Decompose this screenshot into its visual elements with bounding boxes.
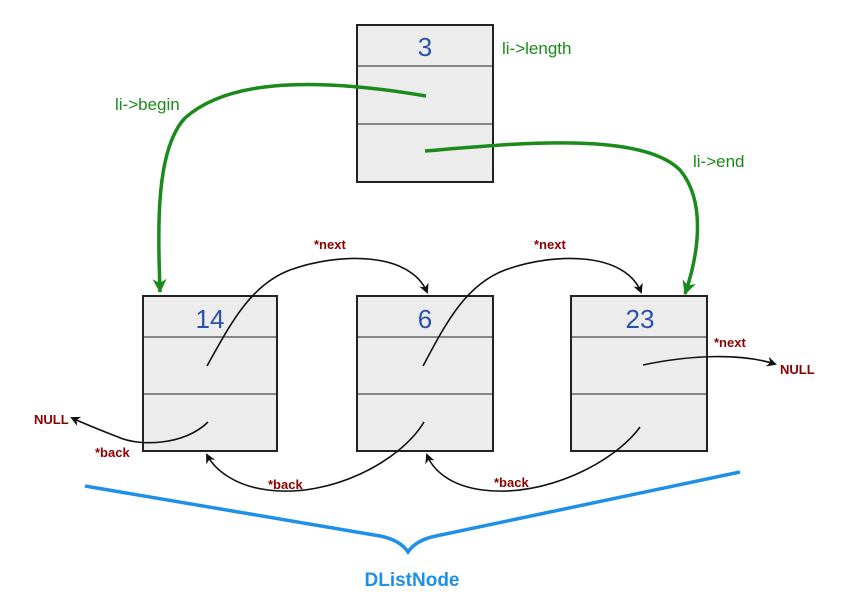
back-arrow-23-to-6 <box>425 426 641 492</box>
node-value: 23 <box>626 304 655 334</box>
list-length-value: 3 <box>418 32 432 62</box>
back-label-2: *back <box>268 477 303 492</box>
next-label-2: *next <box>534 237 566 252</box>
back-label-1: *back <box>95 445 130 460</box>
node-14: 14 <box>142 295 278 452</box>
end-label: li->end <box>693 152 745 171</box>
list-header-box: 3 <box>356 24 494 183</box>
next-arrow-14-to-6 <box>206 257 429 367</box>
back-arrow-14-to-null <box>70 416 209 444</box>
length-label: li->length <box>502 39 571 58</box>
back-label-3: *back <box>494 475 529 490</box>
node-6: 6 <box>356 295 494 452</box>
end-pointer-arrow <box>424 141 700 295</box>
begin-label: li->begin <box>115 95 180 114</box>
node-value: 6 <box>418 304 432 334</box>
node-value: 14 <box>196 304 225 334</box>
node-23: 23 <box>570 295 708 452</box>
brace <box>84 470 741 556</box>
next-arrow-23-to-null <box>642 355 777 367</box>
begin-pointer-arrow <box>152 82 427 293</box>
next-label-1: *next <box>314 237 346 252</box>
back-arrow-6-to-14 <box>206 421 425 492</box>
null-label-right: NULL <box>780 362 815 377</box>
caption: DListNode <box>365 570 460 591</box>
null-label-left: NULL <box>34 412 69 427</box>
next-label-3: *next <box>714 335 746 350</box>
next-arrow-6-to-23 <box>422 257 643 367</box>
